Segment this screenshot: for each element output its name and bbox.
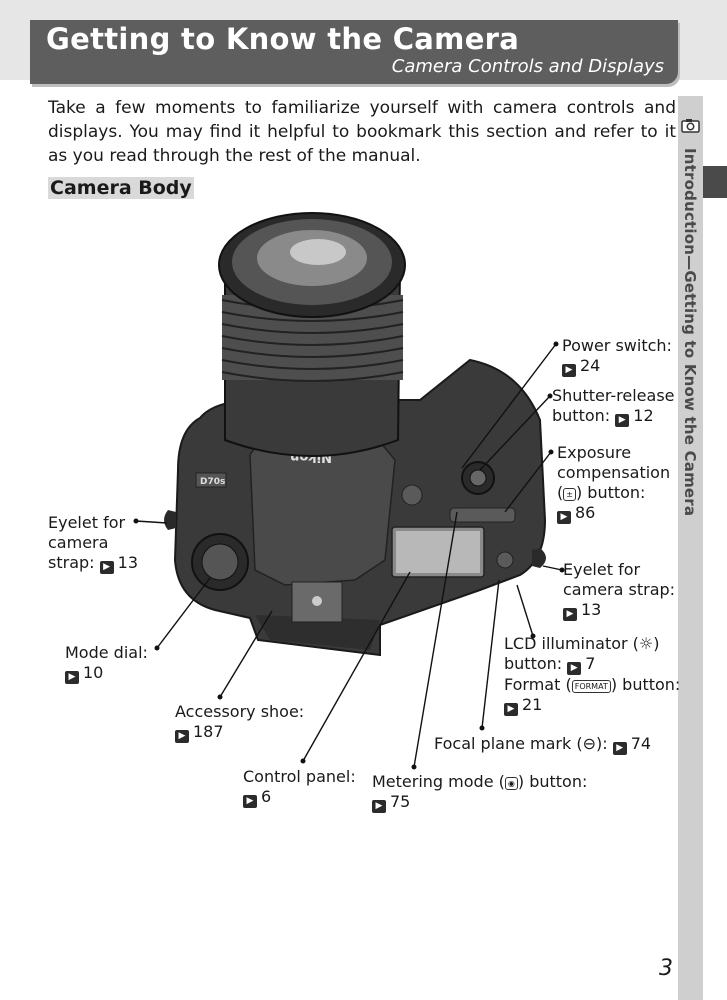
callout-exposure-page: 86	[575, 503, 596, 522]
callout-power-switch-label: Power switch:	[562, 336, 672, 355]
callout-format-label: Format (	[504, 675, 572, 694]
callout-mode-dial-label: Mode dial:	[65, 643, 148, 662]
page-header: Getting to Know the Camera Camera Contro…	[30, 20, 678, 84]
page-ref-icon: ▶	[615, 414, 630, 427]
page-number: 3	[659, 956, 673, 981]
callout-shutter-label2: button:	[552, 406, 611, 425]
page-ref-icon: ▶	[563, 608, 577, 621]
callout-format-label-b: ) button:	[610, 675, 681, 694]
callout-lcd-page1: 7	[585, 654, 596, 673]
callout-format-page: 21	[522, 695, 543, 714]
callout-accessory-shoe: Accessory shoe: ▶ 187	[175, 702, 304, 743]
callout-exposure-label3: ) button:	[575, 483, 646, 502]
page-ref-icon: ▶	[557, 511, 571, 524]
callout-eyelet-left-label3: strap:	[48, 553, 95, 572]
callout-control-label: Control panel:	[243, 767, 356, 786]
sidebar-chapter-label: Introduction—Getting to Know the Camera	[681, 148, 699, 517]
page-ref-icon: ▶	[99, 561, 114, 574]
callout-eyelet-right-page: 13	[581, 600, 602, 619]
callout-mode-dial-page: 10	[83, 663, 104, 682]
page-title: Getting to Know the Camera	[46, 22, 520, 56]
callout-focal-label-b: ):	[596, 734, 608, 753]
callout-metering: Metering mode (◉) button: ▶ 75	[372, 772, 587, 813]
callout-metering-label: Metering mode (	[372, 772, 505, 791]
callout-shutter-label1: Shutter-release	[552, 386, 675, 405]
callout-lcd-label1: LCD illuminator (	[504, 634, 639, 653]
callout-mode-dial: Mode dial: ▶ 10	[65, 643, 148, 684]
camera-lens	[218, 212, 406, 457]
chapter-tab	[703, 166, 727, 198]
page-ref-icon: ▶	[562, 364, 576, 377]
callout-focal-page: 74	[630, 734, 652, 753]
callout-power-switch: Power switch: ▶ 24	[562, 336, 672, 377]
callout-eyelet-right-label1: Eyelet for	[563, 560, 641, 579]
callout-shutter-release: Shutter-release button: ▶12	[552, 386, 675, 427]
callout-eyelet-right-label2: camera strap:	[563, 580, 676, 599]
page-ref-icon: ▶	[567, 662, 582, 675]
callout-eyelet-right: Eyelet for camera strap: ▶ 13	[563, 560, 675, 621]
callout-exposure-label2: compensation	[557, 463, 671, 482]
callout-metering-page: 75	[390, 792, 411, 811]
callout-eyelet-left-label1: Eyelet for	[48, 513, 126, 532]
metering-mode-icon: ◉	[504, 777, 518, 790]
callout-control-panel: Control panel: ▶ 6	[243, 767, 356, 808]
camera-icon	[681, 119, 700, 133]
exposure-comp-icon: ±	[563, 488, 576, 501]
camera-body: Nikon D70s	[164, 358, 547, 657]
callout-focal-label: Focal plane mark (	[434, 734, 583, 753]
callout-leaders	[135, 343, 563, 768]
callout-shutter-page: 12	[633, 406, 654, 425]
page-ref-icon: ▶	[243, 795, 257, 808]
callout-focal-plane: Focal plane mark (⊖): ▶74	[434, 734, 651, 755]
callout-eyelet-left: Eyelet for camera strap: ▶13	[48, 513, 138, 574]
lcd-illuminator-icon: ☼	[638, 634, 654, 653]
section-heading: Camera Body	[48, 177, 194, 199]
callout-lcd-illuminator: LCD illuminator (☼) button: ▶7 Format (F…	[504, 634, 680, 716]
page-ref-icon: ▶	[372, 800, 386, 813]
callout-eyelet-left-label2: camera	[48, 533, 109, 552]
format-icon: FORMAT	[571, 680, 611, 693]
page-ref-icon: ▶	[65, 671, 79, 684]
page-ref-icon: ▶	[504, 703, 518, 716]
page-ref-icon: ▶	[175, 730, 189, 743]
chapter-sidebar: Introduction—Getting to Know the Camera	[678, 96, 703, 1000]
page-ref-icon: ▶	[612, 742, 627, 755]
callout-exposure-label1: Exposure	[557, 443, 632, 462]
callout-metering-label-b: ) button:	[517, 772, 588, 791]
callout-accessory-label: Accessory shoe:	[175, 702, 305, 721]
model-badge-text: D70s	[200, 477, 225, 487]
page-subtitle: Camera Controls and Displays	[391, 56, 664, 77]
callout-power-switch-page: 24	[580, 356, 601, 375]
callout-eyelet-left-page: 13	[117, 553, 138, 572]
callout-accessory-page: 187	[193, 722, 224, 741]
focal-plane-icon: ⊖	[582, 734, 596, 753]
callout-dots	[133, 341, 565, 770]
callout-exposure-comp: Exposure compensation (±) button: ▶86	[557, 443, 671, 524]
callout-lcd-label2: button:	[504, 654, 563, 673]
intro-paragraph: Take a few moments to familiarize yourse…	[48, 98, 676, 166]
callout-control-page: 6	[261, 787, 272, 806]
callout-lcd-label1b: )	[653, 634, 660, 653]
